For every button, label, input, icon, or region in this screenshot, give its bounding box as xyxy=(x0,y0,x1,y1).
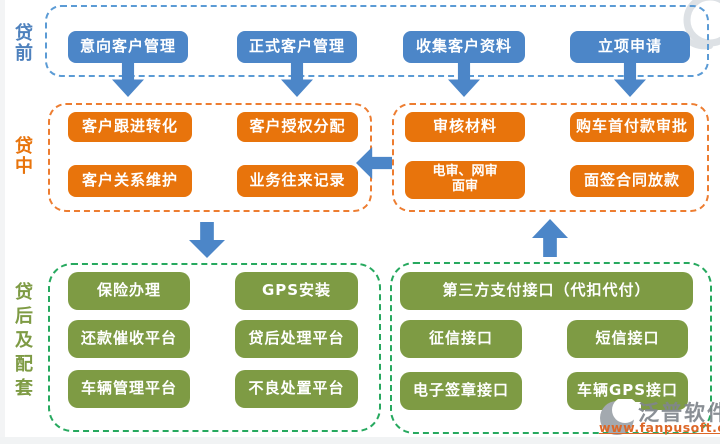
in-loan-right-group xyxy=(392,103,709,212)
node-intent-customer-management: 意向客户管理 xyxy=(68,31,188,63)
node-credit-check-interface: 征信接口 xyxy=(400,320,522,358)
node-repayment-collection-platform: 还款催收平台 xyxy=(68,320,190,358)
node-gps-installation: GPS安装 xyxy=(235,272,358,310)
node-collect-customer-info: 收集客户资料 xyxy=(403,31,525,63)
post-loan-right-group xyxy=(390,262,712,434)
arrow-down-icon xyxy=(189,222,225,258)
section-label-post-loan: 贷后及配套 xyxy=(15,282,33,399)
arrow-up-icon xyxy=(532,219,568,257)
node-e-signature-interface: 电子签章接口 xyxy=(400,372,522,410)
node-third-party-payment-interface: 第三方支付接口（代扣代付） xyxy=(400,272,693,310)
watermark-url-text: www.fanpusoft.com xyxy=(599,420,720,435)
watermark-brand-text: 泛普软件 xyxy=(638,401,720,425)
node-sms-interface: 短信接口 xyxy=(567,320,688,358)
node-review-materials: 审核材料 xyxy=(405,112,525,142)
fanpu-swoosh-icon xyxy=(600,399,641,435)
node-post-loan-processing-platform: 贷后处理平台 xyxy=(235,320,358,358)
post-loan-left-group xyxy=(48,263,381,432)
node-bad-asset-disposal-platform: 不良处置平台 xyxy=(235,370,358,408)
node-project-application: 立项申请 xyxy=(570,31,690,63)
page-edge-bottom xyxy=(0,437,720,444)
node-contract-signing-disbursement: 面签合同放款 xyxy=(570,165,694,197)
node-car-downpayment-approval: 购车首付款审批 xyxy=(570,112,694,142)
node-customer-authorization-assignment: 客户授权分配 xyxy=(237,112,358,142)
node-phone-online-interview-review: 电审、网审 面审 xyxy=(405,161,525,199)
pre-loan-group xyxy=(45,5,709,77)
node-formal-customer-management: 正式客户管理 xyxy=(237,31,357,63)
node-customer-relationship-maintenance: 客户关系维护 xyxy=(68,165,192,197)
node-vehicle-management-platform: 车辆管理平台 xyxy=(68,370,190,408)
node-business-transaction-records: 业务往来记录 xyxy=(237,165,358,197)
section-label-in-loan: 贷中 xyxy=(15,136,33,177)
node-insurance-handling: 保险办理 xyxy=(68,272,190,310)
section-label-pre-loan: 贷前 xyxy=(15,23,33,64)
page-edge-left xyxy=(0,0,5,444)
node-customer-followup-conversion: 客户跟进转化 xyxy=(68,112,192,142)
